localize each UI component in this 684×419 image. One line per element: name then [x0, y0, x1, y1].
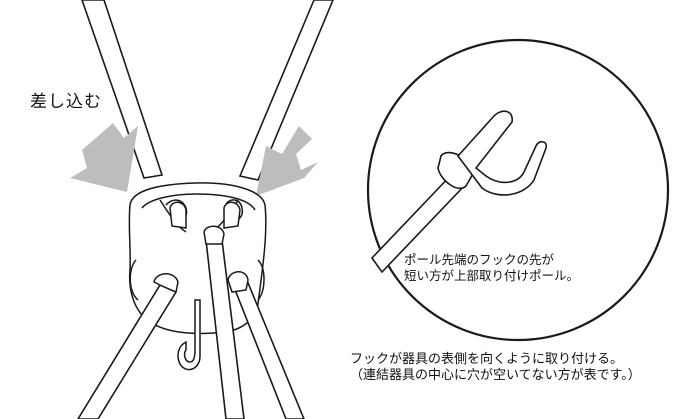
magnified-callout [366, 38, 670, 342]
upper-left-pole [81, 0, 164, 179]
note-line-2: （連結器具の中心に穴が空いてない方が表です。） [350, 368, 641, 384]
attachment-note: フックが器具の表側を向くように取り付ける。 （連結器具の中心に穴が空いてない方が… [350, 352, 641, 385]
note-line-1: フックが器具の表側を向くように取り付ける。 [350, 352, 624, 367]
insert-arrow-left-icon [70, 123, 138, 192]
lower-left-pole [77, 273, 179, 419]
callout-line-2: 短い方が上部取り付けポール。 [404, 267, 580, 283]
insert-arrow-right-icon [256, 126, 318, 196]
lower-center-pole [203, 225, 245, 419]
callout-line-1: ポール先端のフックの先が [404, 252, 555, 267]
insert-label: 差し込む [30, 92, 102, 112]
pole-hook [177, 299, 201, 371]
upper-right-pole [238, 0, 334, 181]
lower-right-pole [227, 271, 305, 419]
left-pole-tip [169, 201, 187, 229]
callout-text: ポール先端のフックの先が 短い方が上部取り付けポール。 [404, 252, 579, 283]
right-pole-tip [223, 201, 241, 229]
